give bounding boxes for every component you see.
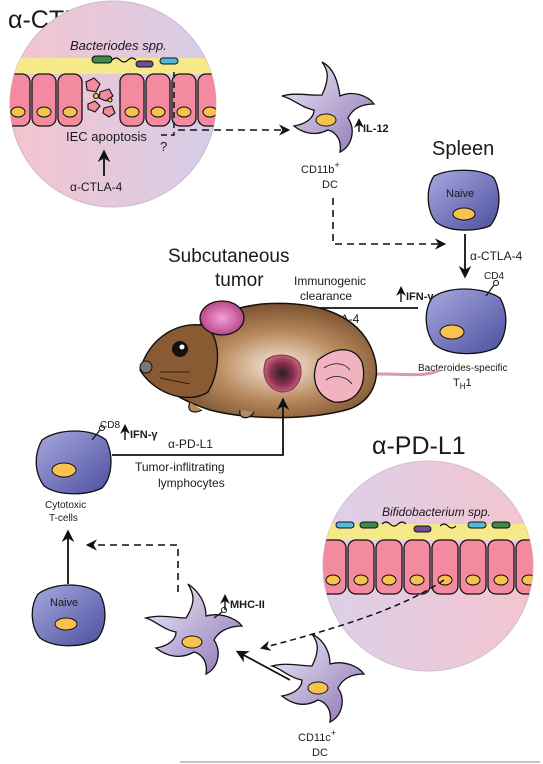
tumor-mass [263, 354, 302, 393]
mhc-receptor-icon [213, 607, 227, 619]
bacteroides-label: Bacteriodes spp. [70, 38, 167, 53]
cytotoxic-to-tumor-arrow [112, 397, 290, 456]
naive-label-spleen: Naive [446, 188, 474, 200]
cd8-receptor-icon [91, 425, 105, 441]
th1-cell [425, 280, 507, 355]
naive-label-bottom: Naive [50, 597, 78, 609]
bifidobacterium-label: Bifidobacterium spp. [382, 505, 491, 519]
mhc-dc-cell [143, 583, 244, 676]
spleen-title: Spleen [432, 138, 494, 160]
cytotoxic-label-line1: Cytotoxic [45, 500, 86, 511]
cytotoxic-tcell [35, 425, 112, 495]
ctla4-gut-drug-label: α-CTLA-4 [70, 180, 123, 194]
til-line1: Tumor-inflitrating [135, 460, 225, 474]
mhc-dc-to-tcell-arrow [85, 539, 179, 592]
cytotoxic-label-line2: T-cells [49, 513, 78, 524]
cd8-label: CD8 [100, 420, 120, 431]
nuclei [325, 574, 533, 586]
nuclei [10, 106, 216, 118]
cd11b-dc-label: DC [322, 179, 338, 191]
question-mark: ? [160, 139, 167, 154]
apoptotic-fragments [85, 77, 116, 118]
tumor-pdl1-label: α-PD-L1 [168, 437, 213, 451]
cd11c-dc-label: DC [312, 747, 328, 759]
pdl1-panel-title: α-PD-L1 [372, 432, 466, 460]
cd4-receptor-icon [485, 280, 499, 297]
cd4-label: CD4 [484, 271, 504, 282]
il12-label: IL-12 [363, 123, 389, 135]
clearance-line2: clearance [300, 289, 352, 303]
iec-apoptosis-label: IEC apoptosis [66, 129, 147, 144]
til-line2: lymphocytes [158, 476, 225, 490]
spleen-ctla4-label: α-CTLA-4 [470, 249, 523, 263]
naive-tcell-spleen: Naive [427, 169, 500, 231]
il12-marker: IL-12 [354, 118, 389, 135]
cd11c-to-mhc-arrow [235, 650, 291, 681]
th1-label-line1: Bacteroides-specific [418, 363, 507, 374]
mouse-illustration [139, 300, 441, 419]
gut-to-cd11c-arrow [259, 579, 445, 651]
pdl1-gut-panel: Bifidobacterium spp. [322, 460, 534, 672]
cytotoxic-ifn-label: IFN-γ [130, 429, 158, 441]
bacteria-icon [335, 521, 511, 533]
tumor-title-line2: tumor [215, 270, 264, 291]
mhc-label: MHC-II [230, 599, 265, 611]
cd11b-label: CD11b+ [301, 160, 340, 176]
bacteria-icon [91, 55, 179, 68]
cd11c-label: CD11c+ [298, 728, 336, 744]
th1-ifn-label: IFN-γ [406, 291, 434, 303]
th1-label-line2: TH1 [453, 377, 472, 391]
cd11c-dc-cell [269, 633, 366, 724]
naive-tcell-bottom: Naive [31, 584, 106, 647]
cd11b-dc-cell [281, 61, 376, 154]
dc-to-spleen-arrow [332, 198, 447, 250]
ctla4-gut-panel: Bacteriodes spp. IEC apoptosis ? α-CTLA-… [9, 0, 217, 208]
tumor-title-line1: Subcutaneous [168, 246, 290, 267]
clearance-line1: Immunogenic [294, 274, 366, 288]
